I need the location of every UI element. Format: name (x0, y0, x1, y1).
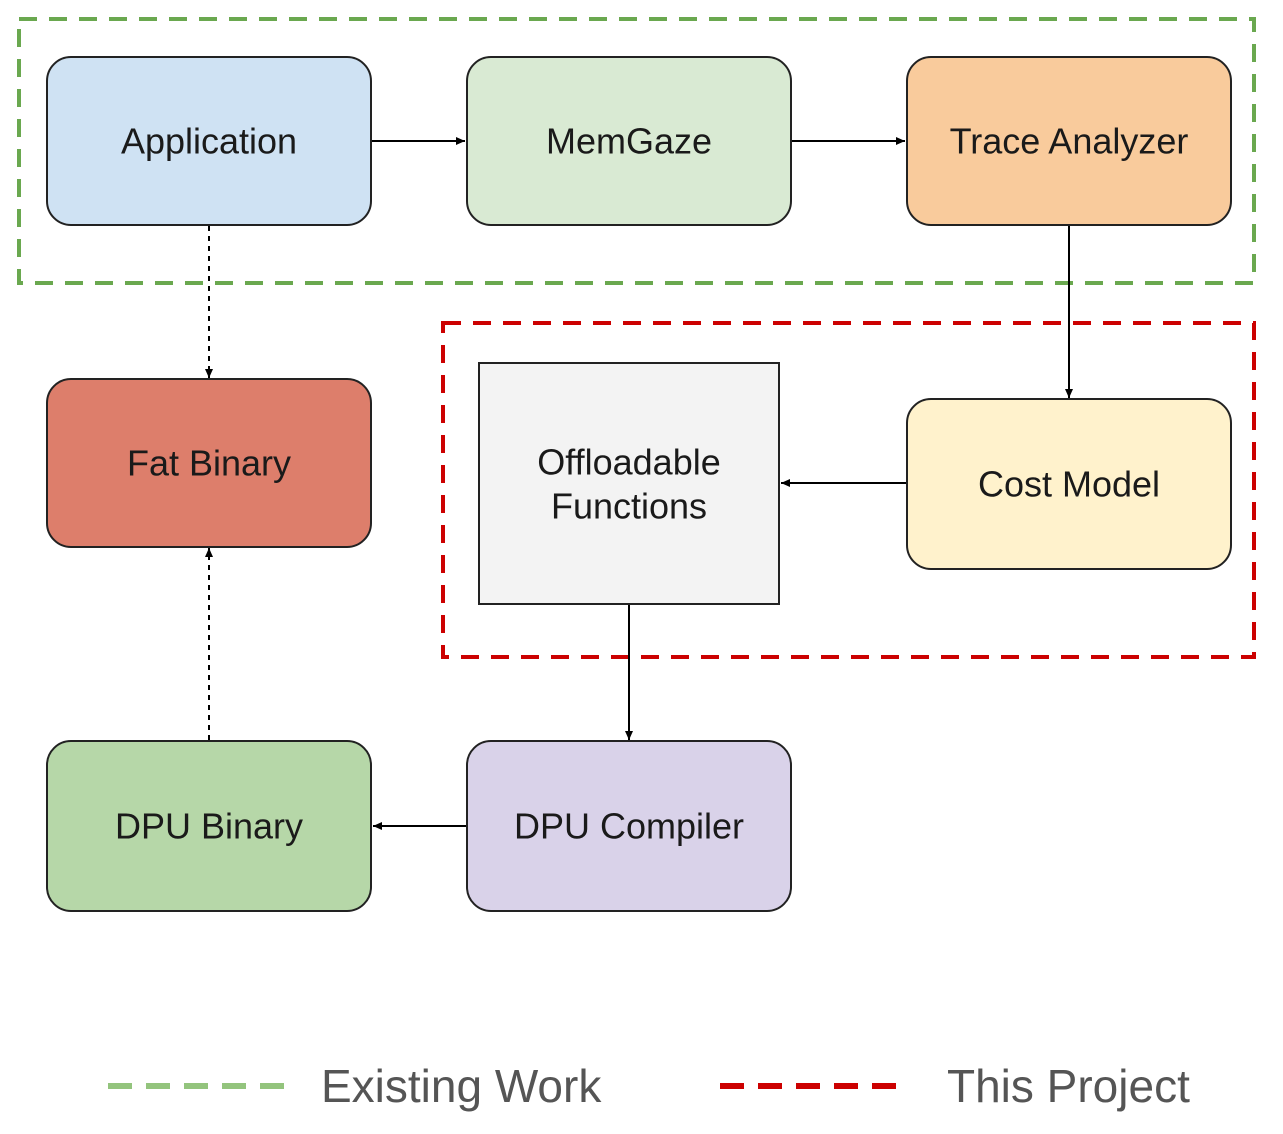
legend-label-existing-work: Existing Work (321, 1060, 602, 1112)
connectors (205, 137, 1073, 830)
offloadable-functions-label-line1: Offloadable (537, 442, 720, 483)
legend: Existing Work This Project (108, 1060, 1190, 1112)
node-dpu-binary: DPU Binary (46, 740, 372, 912)
memgaze-label: MemGaze (546, 121, 712, 162)
dpu-binary-label: DPU Binary (115, 806, 303, 847)
fat-binary-box (46, 378, 372, 548)
node-offloadable-functions: Offloadable Functions (478, 362, 780, 605)
cost-model-box (906, 398, 1232, 570)
legend-item-existing-work: Existing Work (108, 1060, 602, 1112)
legend-item-this-project: This Project (720, 1060, 1190, 1112)
node-memgaze: MemGaze (466, 56, 792, 226)
application-box (46, 56, 372, 226)
dpu-compiler-box (466, 740, 792, 912)
memgaze-box (466, 56, 792, 226)
trace-analyzer-label: Trace Analyzer (950, 121, 1189, 162)
node-dpu-compiler: DPU Compiler (466, 740, 792, 912)
dpu-binary-box (46, 740, 372, 912)
fat-binary-label: Fat Binary (127, 443, 291, 484)
existing-work-group (17, 17, 1256, 285)
node-cost-model: Cost Model (906, 398, 1232, 570)
node-trace-analyzer: Trace Analyzer (906, 56, 1232, 226)
node-fat-binary: Fat Binary (46, 378, 372, 548)
trace-analyzer-box (906, 56, 1232, 226)
offloadable-functions-label-line2: Functions (551, 486, 707, 527)
dpu-compiler-label: DPU Compiler (514, 806, 744, 847)
legend-label-this-project: This Project (947, 1060, 1190, 1112)
application-label: Application (121, 121, 297, 162)
offloadable-functions-box (478, 362, 780, 605)
cost-model-label: Cost Model (978, 464, 1160, 505)
this-project-group (441, 321, 1256, 659)
node-application: Application (46, 56, 372, 226)
